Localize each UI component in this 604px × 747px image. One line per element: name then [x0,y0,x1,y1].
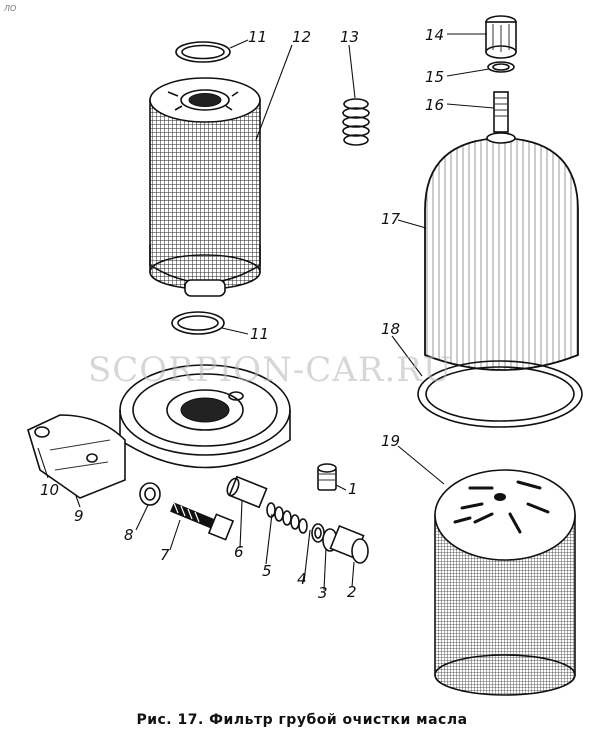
watermark-text: SCORPION-CAR.RU [88,350,453,390]
filter-housing [424,132,579,371]
callout-4: 4 [297,570,307,588]
gasket-ring-top [175,41,231,63]
bolt [170,502,235,541]
drain-plug [317,463,337,491]
callout-19: 19 [381,432,400,450]
callout-3: 3 [318,584,328,602]
gasket-ring-bottom [171,311,225,335]
callout-1: 1 [348,480,358,498]
figure-caption: Рис. 17. Фильтр грубой очистки масла [136,712,468,728]
callout-17: 17 [381,210,401,228]
callout-5: 5 [262,562,272,580]
cap-nut [485,15,517,59]
washer-8 [139,482,161,506]
filter-base-body [27,364,291,499]
callout-18: 18 [381,320,400,338]
callout-labels: 11 12 13 14 15 16 17 11 18 19 10 9 8 7 6… [40,26,444,602]
callout-7: 7 [160,546,170,564]
filter-element [149,77,261,297]
leader-lines [37,33,495,591]
callout-2: 2 [347,583,357,601]
filter-element-outer [434,469,576,696]
callout-11-bottom: 11 [250,325,269,343]
callout-15: 15 [425,68,444,86]
valve-plug [322,524,369,564]
housing-gasket [417,360,583,428]
callout-9: 9 [74,507,84,525]
callout-16: 16 [425,96,444,114]
callout-11-top: 11 [248,28,267,46]
washer-4 [311,523,325,543]
corner-mark: ЛО [4,4,17,13]
valve-spring [266,502,308,534]
callout-12: 12 [292,28,311,46]
callout-13: 13 [340,28,359,46]
stud [493,91,509,133]
sleeve [226,475,268,509]
callout-10: 10 [40,481,59,499]
washer-small [487,61,515,73]
callout-14: 14 [425,26,444,44]
callout-6: 6 [234,543,244,561]
callout-8: 8 [124,526,134,544]
spring [342,98,370,146]
